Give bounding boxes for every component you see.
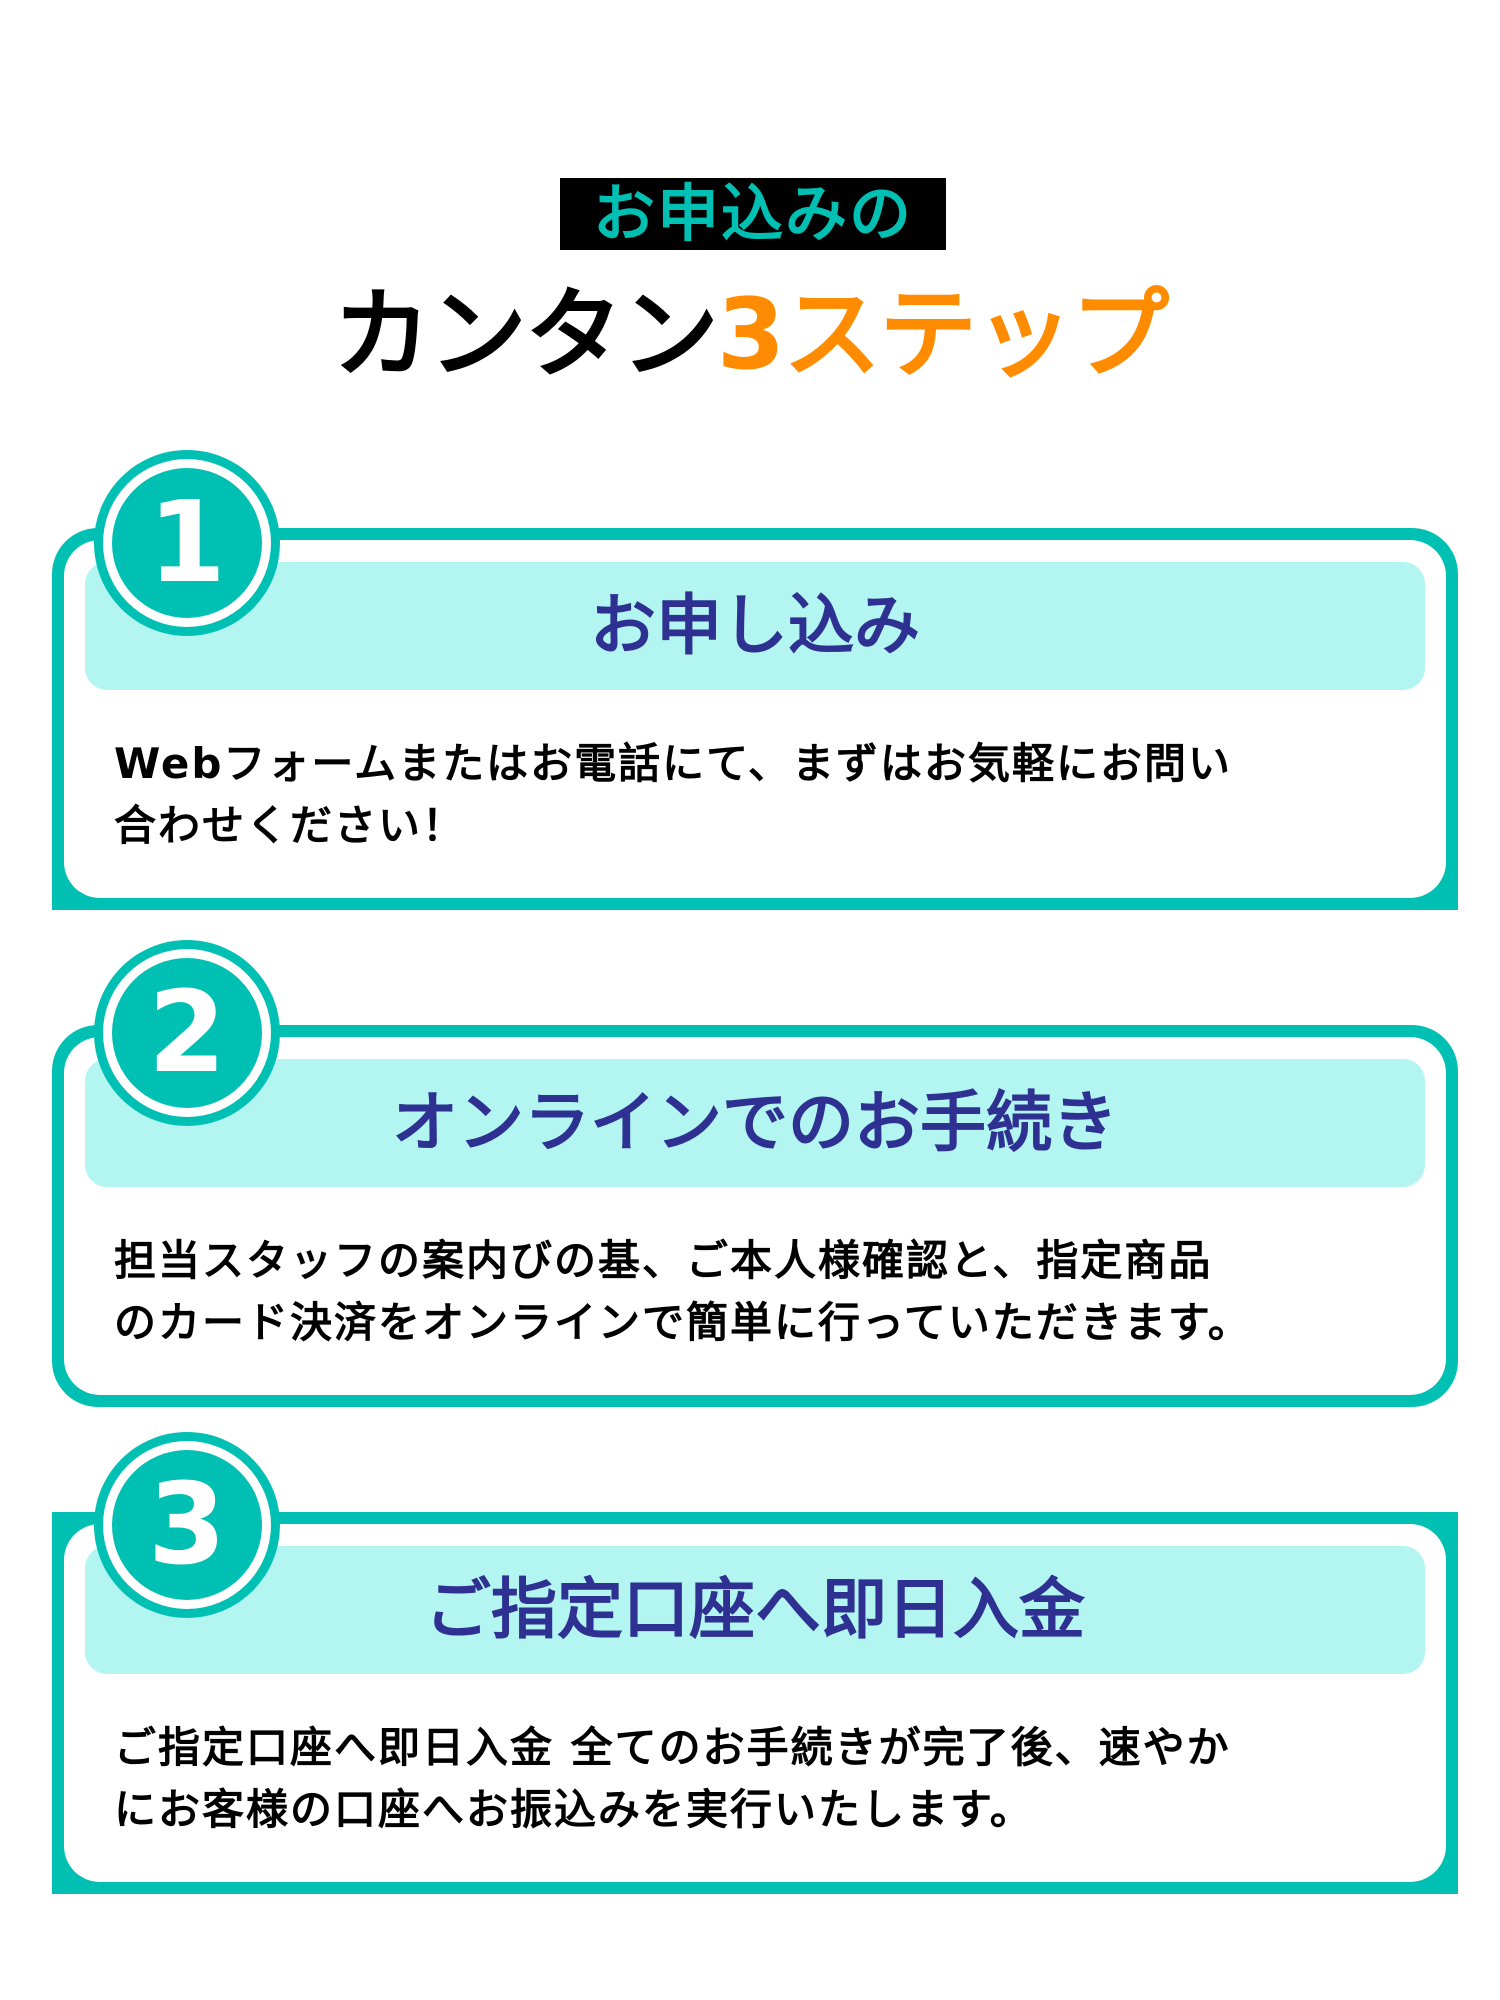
step-description-line: 合わせください！ (114, 801, 467, 850)
section-subtitle: お申込みの (560, 178, 946, 250)
step-description-line: 担当スタッフの案内びの基、ご本人様確認と、指定商品 (114, 1236, 1213, 1285)
section-title-three-steps: 3ステップ (716, 278, 1169, 392)
step-title: ご指定口座へ即日入金 (85, 1546, 1425, 1674)
step-title: オンラインでのお手続き (85, 1059, 1425, 1187)
step-card-1: お申し込み Webフォームまたはお電話にて、まずはお気軽にお問い 合わせください… (52, 528, 1458, 910)
step-description: 担当スタッフの案内びの基、ご本人様確認と、指定商品 のカード決済をオンラインで簡… (114, 1230, 1418, 1354)
step-description-line: にお客様の口座へお振込みを実行いたします。 (114, 1785, 1034, 1834)
step-number: 2 (112, 958, 262, 1108)
step-description-line: のカード決済をオンラインで簡単に行っていただきます。 (114, 1298, 1252, 1347)
step-number: 3 (112, 1450, 262, 1600)
step-number-badge-3: 3 (94, 1432, 280, 1618)
step-description-line: ご指定口座へ即日入金 全てのお手続きが完了後、速やか (114, 1723, 1231, 1772)
step-title: お申し込み (85, 562, 1425, 690)
step-description-line: Webフォームまたはお電話にて、まずはお気軽にお問い (114, 739, 1233, 788)
section-title: カンタン3ステップ (0, 275, 1500, 395)
step-number-badge-2: 2 (94, 940, 280, 1126)
step-number-badge-1: 1 (94, 450, 280, 636)
section-title-easy: カンタン (332, 278, 719, 392)
step-description: ご指定口座へ即日入金 全てのお手続きが完了後、速やか にお客様の口座へお振込みを… (114, 1717, 1418, 1841)
step-card-2: オンラインでのお手続き 担当スタッフの案内びの基、ご本人様確認と、指定商品 のカ… (52, 1025, 1458, 1407)
step-number: 1 (112, 468, 262, 618)
step-card-3: ご指定口座へ即日入金 ご指定口座へ即日入金 全てのお手続きが完了後、速やか にお… (52, 1512, 1458, 1894)
step-description: Webフォームまたはお電話にて、まずはお気軽にお問い 合わせください！ (114, 733, 1418, 857)
